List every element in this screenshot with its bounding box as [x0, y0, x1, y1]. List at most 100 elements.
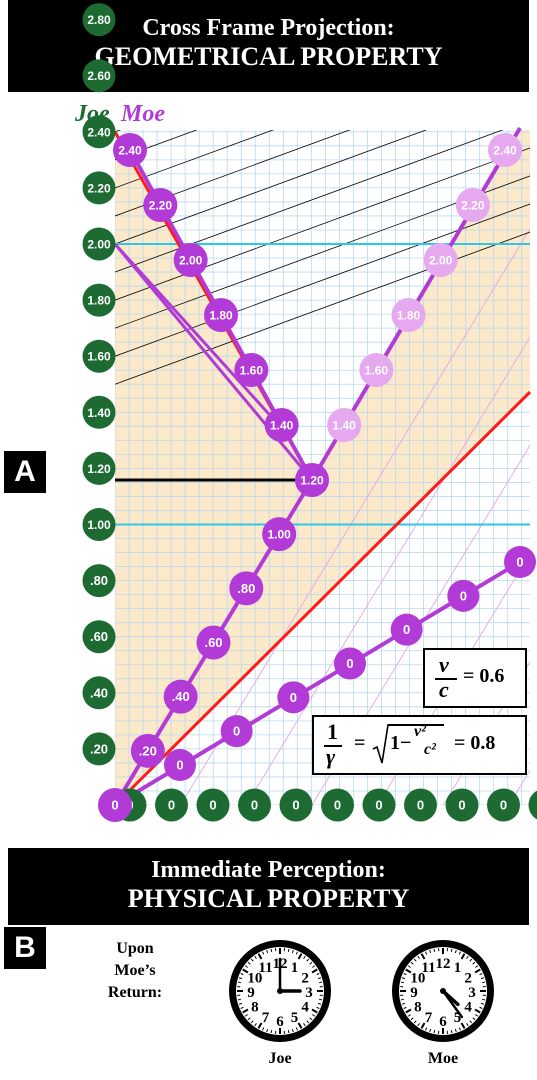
joe-marker-.40: .40 — [82, 676, 116, 710]
joe-bottom-marker: 0 — [487, 788, 520, 822]
moe-return-marker: 2.20 — [143, 188, 178, 222]
moe-projection-marker: 1.60 — [359, 353, 394, 387]
svg-text:2: 2 — [464, 971, 472, 987]
svg-text:2.80: 2.80 — [87, 13, 111, 27]
footer-title-line2: PHYSICAL PROPERTY — [127, 884, 410, 913]
svg-text:11: 11 — [421, 960, 435, 976]
upon-return-text: Upon Moe’s Return: — [85, 938, 185, 1004]
moe-projection-marker: 1.80 — [391, 298, 426, 332]
moe-return-marker: 2.40 — [113, 133, 147, 167]
moe-projection-marker: 2.20 — [455, 188, 490, 222]
svg-text:.80: .80 — [237, 581, 255, 596]
moe-return-marker: 1.80 — [204, 298, 238, 332]
svg-text:2.00: 2.00 — [179, 254, 203, 268]
moe-outbound-marker: .60 — [196, 625, 231, 660]
svg-text:2.00: 2.00 — [87, 238, 111, 252]
joe-bottom-marker: 0 — [155, 788, 188, 822]
svg-text:8: 8 — [414, 1000, 422, 1016]
svg-text:2.00: 2.00 — [429, 254, 453, 268]
joe-bottom-marker: 0 — [528, 790, 537, 820]
svg-text:1.80: 1.80 — [209, 309, 233, 323]
legend-moe: Moe — [121, 101, 165, 127]
eq1-numerator: ν — [439, 652, 449, 677]
svg-text:10: 10 — [247, 971, 262, 987]
svg-text:11: 11 — [258, 960, 272, 976]
svg-text:9: 9 — [410, 985, 418, 1001]
joe-bottom-marker: 0 — [404, 788, 437, 822]
svg-text:.60: .60 — [90, 629, 108, 644]
svg-text:1.40: 1.40 — [332, 419, 356, 433]
svg-text:1.40: 1.40 — [87, 406, 111, 420]
moe-return-marker: 1.40 — [264, 408, 299, 442]
svg-text:5: 5 — [291, 1010, 299, 1026]
svg-text:0: 0 — [458, 798, 465, 813]
header-title-line1: Cross Frame Projection: — [142, 15, 395, 41]
footer-title-line1: Immediate Perception: — [151, 857, 386, 883]
moe-outbound-marker: .40 — [163, 679, 198, 714]
svg-text:0: 0 — [209, 798, 216, 813]
eq2-numerator: 1 — [327, 719, 338, 744]
moe-projection-marker: 2.00 — [423, 243, 458, 277]
svg-text:0: 0 — [111, 798, 118, 813]
joe-bottom-marker: 0 — [445, 788, 479, 822]
spacetime-diagram: 3.002.802.602.402.202.001.801.601.401.20… — [82, 3, 537, 822]
svg-text:0: 0 — [290, 690, 297, 705]
svg-text:0: 0 — [460, 588, 467, 603]
moe-simultaneity-marker: 0 — [164, 749, 196, 781]
moe-outbound-marker: 1.00 — [262, 517, 297, 552]
svg-text:2.20: 2.20 — [87, 181, 111, 195]
svg-text:1.60: 1.60 — [87, 350, 111, 364]
upon-text-line1: Upon — [116, 940, 154, 957]
moe-clock-label: Moe — [427, 1050, 459, 1067]
joe-bottom-marker: 0 — [362, 788, 396, 822]
svg-text:9: 9 — [247, 985, 255, 1001]
svg-text:0: 0 — [516, 555, 523, 570]
svg-text:2.40: 2.40 — [87, 125, 111, 139]
svg-text:2: 2 — [301, 971, 309, 987]
svg-text:1.00: 1.00 — [267, 528, 291, 542]
svg-text:2.40: 2.40 — [118, 144, 142, 158]
red-line-diagonal — [113, 390, 532, 807]
moe-outbound-marker: .80 — [229, 571, 264, 606]
svg-text:.40: .40 — [90, 685, 108, 700]
svg-text:2.40: 2.40 — [493, 144, 517, 158]
svg-text:6: 6 — [439, 1014, 447, 1030]
svg-text:4: 4 — [301, 1000, 309, 1016]
eq2-root-numerator: ν² — [414, 723, 426, 740]
moe-return-marker: 1.60 — [234, 353, 269, 387]
svg-text:3: 3 — [468, 985, 476, 1001]
svg-text:1.00: 1.00 — [87, 518, 111, 532]
joe-clock-label: Joe — [268, 1050, 292, 1067]
svg-text:10: 10 — [410, 971, 425, 987]
joe-bottom-marker: 0 — [279, 788, 313, 822]
eq2-fraction-bar — [324, 745, 342, 747]
svg-text:1.80: 1.80 — [87, 294, 111, 308]
moe-simultaneity-marker: 0 — [504, 546, 536, 578]
sqrt-sign — [372, 724, 390, 764]
svg-text:3: 3 — [305, 985, 313, 1001]
eq2-root-prefix: 1− — [390, 732, 412, 754]
svg-text:0: 0 — [375, 798, 382, 813]
svg-text:2.20: 2.20 — [461, 199, 485, 213]
svg-text:2.60: 2.60 — [87, 69, 111, 83]
svg-text:1: 1 — [454, 960, 462, 976]
upon-text-line3: Return: — [107, 984, 163, 1001]
moe-outbound-marker: 0 — [98, 788, 132, 822]
joe-marker-1.40: 1.40 — [82, 395, 116, 429]
section-b-label: B — [4, 927, 46, 969]
upon-text-line2: Moe’s — [114, 962, 156, 979]
purple-line-1 — [113, 242, 279, 425]
svg-text:1.20: 1.20 — [87, 462, 111, 476]
moe-projection-marker: 2.40 — [488, 133, 522, 167]
joe-marker-2.00: 2.00 — [82, 227, 116, 261]
svg-text:1.60: 1.60 — [240, 364, 264, 378]
eq2-denominator: γ — [326, 744, 336, 769]
svg-text:2.20: 2.20 — [149, 199, 173, 213]
moe-simultaneity-marker: 0 — [220, 715, 253, 748]
svg-text:12: 12 — [436, 956, 451, 972]
eq1-rhs: = 0.6 — [463, 665, 505, 687]
svg-text:8: 8 — [251, 1000, 258, 1016]
svg-text:5: 5 — [454, 1010, 462, 1026]
velocity-equation: ν c = 0.6 — [423, 648, 527, 708]
